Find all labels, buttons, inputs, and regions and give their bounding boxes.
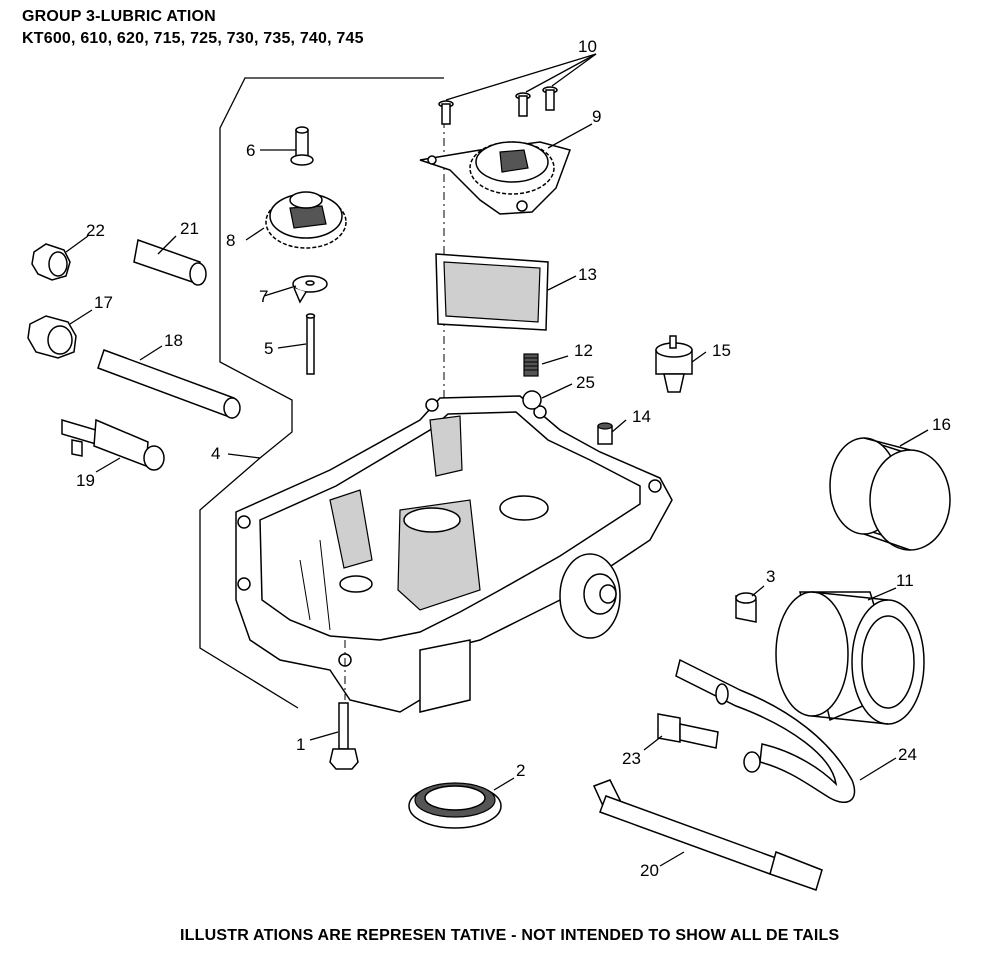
callout-2: 2	[516, 761, 525, 780]
callout-22: 22	[86, 221, 105, 240]
screws-part	[438, 86, 558, 125]
callout-25: 25	[576, 373, 595, 392]
oil-pump-part	[419, 141, 571, 215]
spring-part	[523, 353, 539, 377]
callout-12: 12	[574, 341, 593, 360]
callout-4: 4	[211, 444, 220, 463]
callout-15: 15	[712, 341, 731, 360]
callout-3: 3	[766, 567, 775, 586]
tee-fitting-part	[61, 418, 165, 471]
diagram-title: GROUP 3-LUBRIC ATION	[22, 8, 216, 25]
callout-19: 19	[76, 471, 95, 490]
ball-part	[522, 390, 542, 410]
callout-14: 14	[632, 407, 651, 426]
hex-nut-part	[27, 315, 77, 359]
callout-8: 8	[226, 231, 235, 250]
tube-short-part	[133, 238, 207, 286]
pin-part	[305, 313, 316, 375]
bolt-part	[329, 702, 359, 770]
hose-fitting-part	[657, 713, 719, 749]
callout-5: 5	[264, 339, 273, 358]
callout-17: 17	[94, 293, 113, 312]
callout-11: 11	[896, 571, 914, 590]
callout-21: 21	[180, 219, 199, 238]
oil-pan	[235, 395, 673, 713]
leader-lines	[65, 53, 929, 867]
small-nut-part	[31, 243, 71, 281]
washer-part	[292, 275, 328, 304]
callout-16: 16	[932, 415, 951, 434]
oil-filter-part	[775, 591, 925, 725]
hose-with-clamps-part	[675, 658, 856, 803]
screen-part	[435, 253, 549, 331]
gear-part	[265, 191, 347, 249]
oil-filter-alt-part	[829, 437, 951, 551]
model-list: KT600, 610, 620, 715, 725, 730, 735, 740…	[22, 30, 364, 47]
callout-24: 24	[898, 745, 917, 764]
callout-7: 7	[259, 287, 268, 306]
hose-part	[592, 779, 823, 891]
callout-labels: 1 2 3 4 5 6 7 8 9 10 11 12 13 14 15 16 1…	[76, 37, 951, 880]
tube-long-part	[97, 349, 241, 420]
callout-1: 1	[296, 735, 305, 754]
callout-6: 6	[246, 141, 255, 160]
flanged-pin-part	[290, 126, 314, 166]
callout-13: 13	[578, 265, 597, 284]
oil-seal-part	[408, 782, 502, 829]
callout-10: 10	[578, 37, 597, 56]
callout-23: 23	[622, 749, 641, 768]
oil-pan-group-bracket	[199, 77, 444, 709]
disclaimer-text: ILLUSTR ATIONS ARE REPRESEN TATIVE - NOT…	[180, 927, 840, 944]
oil-pressure-switch-part	[655, 335, 693, 393]
callout-18: 18	[164, 331, 183, 350]
plug-part	[735, 592, 757, 623]
callout-9: 9	[592, 107, 601, 126]
sleeve-part	[597, 422, 613, 445]
callout-20: 20	[640, 861, 659, 880]
